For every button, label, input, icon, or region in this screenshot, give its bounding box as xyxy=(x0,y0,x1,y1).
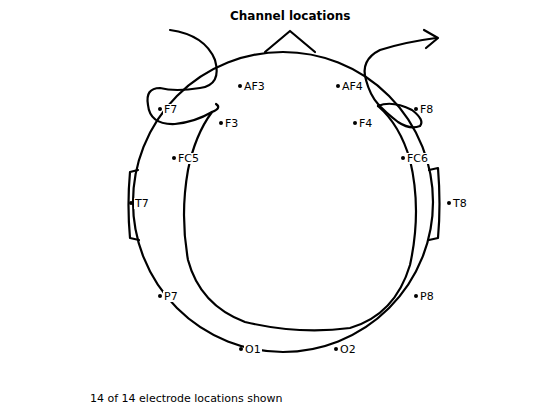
right-ear xyxy=(429,168,440,240)
electrode-label: FC5 xyxy=(177,153,200,164)
electrode-dot xyxy=(414,294,418,298)
electrode-dot xyxy=(414,107,418,111)
electrode-dot xyxy=(158,294,162,298)
inner-outline xyxy=(184,106,416,330)
electrode-label: O1 xyxy=(244,344,262,355)
caption: 14 of 14 electrode locations shown xyxy=(90,393,283,404)
electrode-dot xyxy=(238,84,242,88)
electrode-label: P8 xyxy=(419,291,435,302)
electrode-dot xyxy=(336,84,340,88)
electrode-label: AF3 xyxy=(243,81,266,92)
electrode-label: T7 xyxy=(134,198,150,209)
electrode-label: AF4 xyxy=(341,81,364,92)
electrode-dot xyxy=(129,201,133,205)
squiggle-left xyxy=(148,30,219,124)
arrow-head xyxy=(424,30,438,48)
electrode-label: P7 xyxy=(163,291,179,302)
electrode-label: FC6 xyxy=(406,153,429,164)
electrode-dot xyxy=(172,156,176,160)
electrode-label: F4 xyxy=(358,118,373,129)
electrode-dot xyxy=(239,347,243,351)
electrode-dot xyxy=(353,121,357,125)
electrode-dot xyxy=(447,201,451,205)
electrode-dot xyxy=(219,121,223,125)
electrode-dot xyxy=(401,156,405,160)
head-outline xyxy=(133,52,433,352)
electrode-label: F8 xyxy=(419,104,434,115)
electrode-dot xyxy=(334,347,338,351)
electrode-label: O2 xyxy=(339,344,357,355)
electrode-label: T8 xyxy=(452,198,468,209)
squiggle-right xyxy=(365,38,436,127)
nose xyxy=(265,31,315,52)
diagram-title: Channel locations xyxy=(230,10,350,22)
electrode-label: F7 xyxy=(163,104,178,115)
electrode-label: F3 xyxy=(224,118,239,129)
electrode-dot xyxy=(158,107,162,111)
